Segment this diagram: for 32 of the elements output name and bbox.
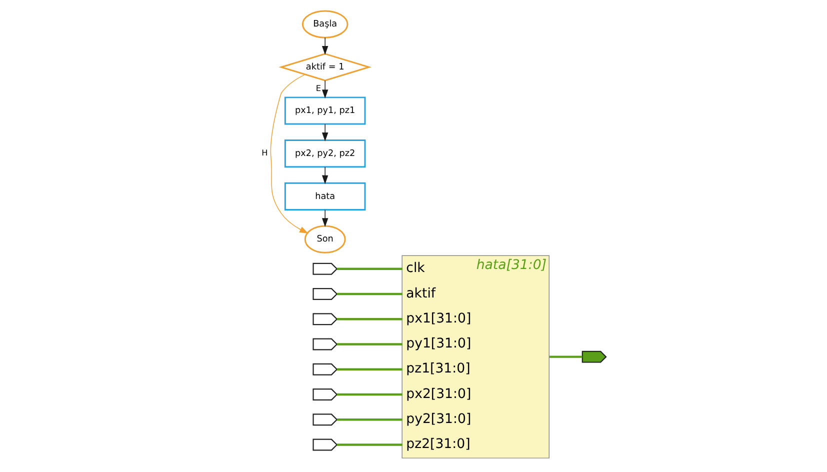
arrow [322, 80, 328, 99]
connector [336, 393, 402, 396]
connector [336, 444, 402, 446]
node-diamond: aktif = 1 [278, 53, 372, 82]
edge-label: E [316, 83, 321, 94]
node-pentagon [312, 438, 338, 451]
node-pentagon [312, 363, 338, 376]
node-ellipse: Son [304, 225, 346, 254]
node-pentagon [312, 313, 338, 326]
node-box: px2, py2, pz2 [284, 140, 366, 168]
node-pentagon [312, 338, 338, 350]
node-pentagon [312, 288, 338, 300]
node-pentagon [312, 262, 338, 275]
node-ellipse: Başla [302, 10, 348, 38]
arrow [322, 166, 328, 184]
connector [336, 268, 402, 270]
connector [336, 418, 402, 421]
edge-label: H [262, 148, 268, 158]
arrow [322, 209, 328, 228]
connector [336, 318, 402, 320]
node-pentagon [312, 414, 338, 426]
arrow [270, 74, 308, 234]
node-pentagon [582, 350, 607, 363]
arrow [322, 124, 328, 142]
connector [336, 368, 402, 370]
node-box: px1, py1, pz1 [284, 96, 366, 125]
connector [336, 292, 402, 296]
node-pentagon [312, 388, 338, 400]
connector [550, 356, 582, 358]
connector [336, 343, 402, 346]
node-box: hata [284, 182, 366, 210]
arrow [322, 37, 328, 55]
